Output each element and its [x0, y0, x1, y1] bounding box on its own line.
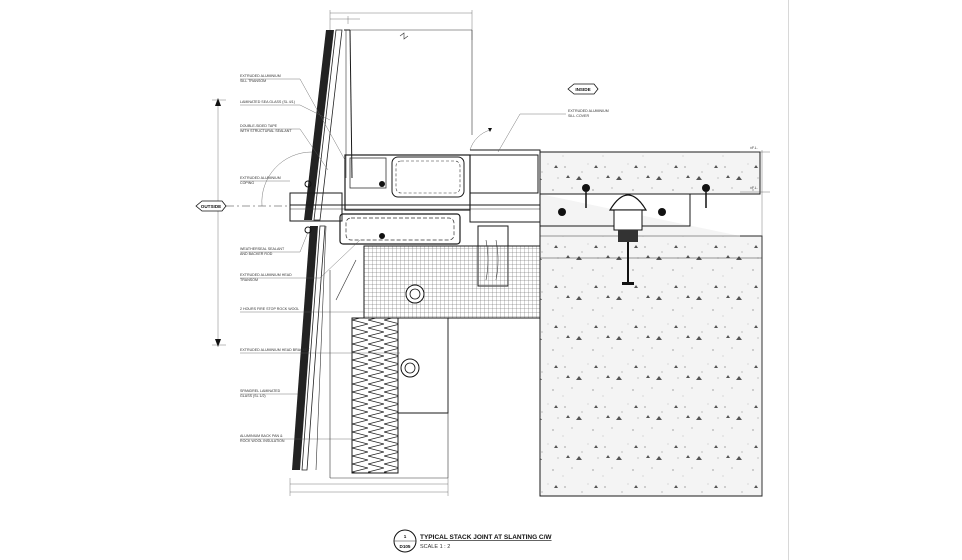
svg-text:DOUBLE-SIDED TAPE: DOUBLE-SIDED TAPE [240, 124, 278, 128]
svg-text:ROCK WOOL INSULATION: ROCK WOOL INSULATION [240, 439, 285, 443]
svg-text:COPING: COPING [240, 181, 254, 185]
lower-spandrel-glass [292, 225, 327, 471]
svg-text:TRANSOM: TRANSOM [240, 278, 258, 282]
callout-back-pan: ALUMINIUM BACK PAN & ROCK WOOL INSULATIO… [240, 434, 352, 443]
svg-text:EXTRUDED ALUMINIUM: EXTRUDED ALUMINIUM [240, 74, 281, 78]
callout-spandrel-glass: SPANDREL LAMINATED GLASS (SL 1/2) [240, 389, 298, 398]
rotation-arcs [261, 128, 492, 207]
svg-text:2 HOURS FIRE STOP ROCK WOOL: 2 HOURS FIRE STOP ROCK WOOL [240, 307, 299, 311]
left-callouts: EXTRUDED ALUMINIUM SILL TRANSOM LAMINATE… [240, 74, 400, 443]
page-edge-rule [788, 0, 789, 560]
svg-text:EXTRUDED ALUMINIUM HEAD: EXTRUDED ALUMINIUM HEAD [240, 273, 292, 277]
svg-text:EXTRUDED ALUMINIUM: EXTRUDED ALUMINIUM [240, 176, 281, 180]
callout-double-sided-tape: DOUBLE-SIDED TAPE WITH STRUCTURAL SEALAN… [240, 124, 329, 171]
callout-coping: EXTRUDED ALUMINIUM COPING [240, 176, 290, 185]
upper-glass-panel [304, 29, 353, 221]
sill-cover-label-line1: EXTRUDED ALUMINIUM [568, 109, 609, 113]
callout-weatherseal: WEATHERSEAL SEALANT AND BACKER ROD [240, 231, 309, 256]
detail-number: 1 [404, 534, 407, 539]
svg-text:SILL TRANSOM: SILL TRANSOM [240, 79, 266, 83]
slab-level-marks: ±F.L. ±F.L. [740, 146, 770, 193]
svg-text:SPANDREL LAMINATED: SPANDREL LAMINATED [240, 389, 281, 393]
callout-fire-stop: 2 HOURS FIRE STOP ROCK WOOL [240, 307, 365, 313]
svg-text:WITH STRUCTURAL SEALANT: WITH STRUCTURAL SEALANT [240, 129, 292, 133]
svg-text:±F.L.: ±F.L. [750, 186, 758, 190]
sill-cover-callout: EXTRUDED ALUMINIUM SILL COVER [497, 109, 609, 153]
head-transom-profile [289, 180, 540, 245]
outside-tag: OUTSIDE [195, 200, 227, 212]
inside-tag: INSIDE [567, 83, 599, 95]
rock-wool-insulation [329, 259, 449, 479]
svg-text:WEATHERSEAL SEALANT: WEATHERSEAL SEALANT [240, 247, 285, 251]
callout-laminated-glass: LAMINATED SEA GLASS (SL 4/1) [240, 100, 331, 121]
upper-panel-outline [350, 29, 473, 135]
slab-anchor-assembly [558, 184, 710, 285]
sill-transom-profile [344, 149, 541, 211]
callout-head-bracket: EXTRUDED ALUMINIUM HEAD BRACKET [240, 348, 400, 354]
detail-scale: SCALE 1 : 2 [420, 544, 450, 550]
svg-text:AND BACKER ROD: AND BACKER ROD [240, 252, 273, 256]
svg-text:GLASS (SL 1/2): GLASS (SL 1/2) [240, 394, 266, 398]
svg-text:LAMINATED SEA GLASS (SL 4/1): LAMINATED SEA GLASS (SL 4/1) [240, 100, 295, 104]
bottom-dimension-lines [289, 478, 449, 496]
concrete-slab [539, 150, 763, 497]
svg-text:ALUMINIUM BACK PAN &: ALUMINIUM BACK PAN & [240, 434, 283, 438]
outside-label: OUTSIDE [201, 204, 221, 209]
svg-text:EXTRUDED ALUMINIUM HEAD BRACKE: EXTRUDED ALUMINIUM HEAD BRACKET [240, 348, 310, 352]
sill-cover-label-line2: SILL COVER [568, 114, 589, 118]
sheet-number: D105 [400, 544, 411, 549]
detail-title: TYPICAL STACK JOINT AT SLANTING C/W [420, 534, 552, 541]
title-block: 1 D105 TYPICAL STACK JOINT AT SLANTING C… [393, 529, 552, 553]
fire-stop-rock-wool [363, 245, 541, 319]
inside-label: INSIDE [575, 87, 590, 92]
callout-sill-transom: EXTRUDED ALUMINIUM SILL TRANSOM [240, 74, 346, 161]
left-vertical-dimension [212, 98, 226, 347]
callout-head-transom: EXTRUDED ALUMINIUM HEAD TRANSOM [240, 239, 361, 282]
svg-text:±F.L.: ±F.L. [750, 146, 758, 150]
